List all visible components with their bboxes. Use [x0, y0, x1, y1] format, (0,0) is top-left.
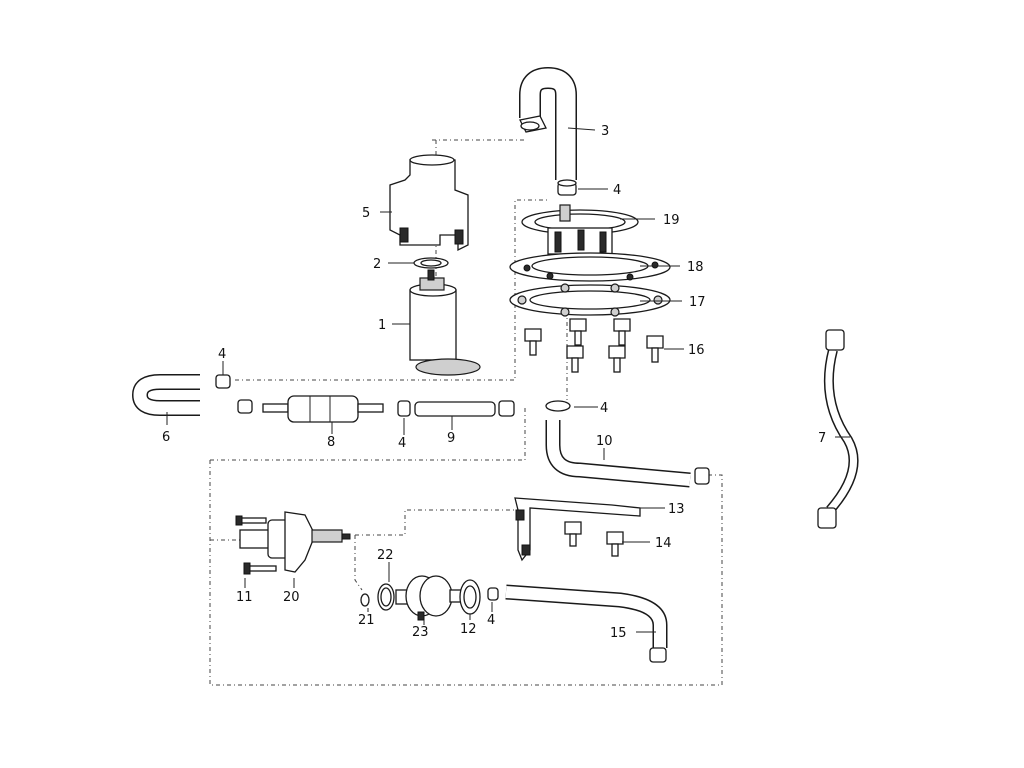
- label-part-4-right: 4: [600, 401, 608, 416]
- part-15-hose: [505, 584, 668, 663]
- label-part-22: 22: [377, 548, 394, 563]
- part-5-pump-holder: [389, 154, 469, 252]
- label-part-1: 1: [378, 318, 386, 333]
- label-part-3: 3: [601, 124, 609, 139]
- label-part-15: 15: [610, 626, 627, 641]
- part-4-clamp-left-upper: [215, 374, 231, 389]
- label-part-21: 21: [358, 613, 375, 628]
- label-part-7: 7: [818, 431, 826, 446]
- label-part-5: 5: [362, 206, 370, 221]
- label-part-19: 19: [663, 213, 680, 228]
- part-8-fuel-filter: [262, 395, 384, 423]
- label-part-16: 16: [688, 343, 705, 358]
- part-4-clamp-left-lower: [237, 399, 253, 414]
- part-2-o-ring: [413, 257, 449, 269]
- part-21-o-ring: [360, 593, 370, 607]
- label-part-18: 18: [687, 260, 704, 275]
- part-18-plate: [509, 252, 671, 282]
- part-11-screw: [243, 562, 277, 575]
- label-part-11: 11: [236, 590, 253, 605]
- label-part-13: 13: [668, 502, 685, 517]
- part-1-fuel-pump: [409, 269, 481, 376]
- label-part-17: 17: [689, 295, 706, 310]
- part-19-pump-flange: [521, 204, 639, 255]
- part-4-clamp-right: [545, 400, 571, 412]
- part-23-pressure-regulator: [395, 575, 463, 621]
- label-part-4-left: 4: [218, 347, 226, 362]
- part-16-bolts: [524, 318, 664, 373]
- label-part-4-top: 4: [613, 183, 621, 198]
- leader-lines: [166, 127, 850, 633]
- label-part-2: 2: [373, 257, 381, 272]
- label-part-4-lower: 4: [487, 613, 495, 628]
- label-part-6: 6: [162, 430, 170, 445]
- label-part-4-mid: 4: [398, 436, 406, 451]
- part-9-hose: [414, 400, 515, 417]
- label-part-23: 23: [412, 625, 429, 640]
- part-labels: 3 4 19 18 17 16 5 2 1 4 6 8 4 9 4 10 7 1…: [162, 124, 826, 641]
- label-part-8: 8: [327, 435, 335, 450]
- part-4-clamp-mid: [397, 400, 411, 417]
- part-10-hose: [545, 420, 710, 488]
- part-17-gasket: [509, 283, 671, 317]
- part-13-bracket: [514, 497, 641, 562]
- part-20-housing: [235, 511, 351, 573]
- label-part-20: 20: [283, 590, 300, 605]
- part-3-return-hose: [519, 66, 577, 180]
- label-part-12: 12: [460, 622, 477, 637]
- part-7-hose-assembly: [817, 329, 859, 529]
- part-22-o-ring: [377, 583, 395, 611]
- label-part-14: 14: [655, 536, 672, 551]
- part-14-bolts: [564, 521, 624, 557]
- label-part-10: 10: [596, 434, 613, 449]
- label-part-9: 9: [447, 431, 455, 446]
- part-4-clamp-top: [557, 179, 577, 196]
- part-6-u-hose: [131, 374, 200, 416]
- part-4-clamp-lower: [487, 587, 499, 601]
- part-12-o-ring: [459, 579, 481, 615]
